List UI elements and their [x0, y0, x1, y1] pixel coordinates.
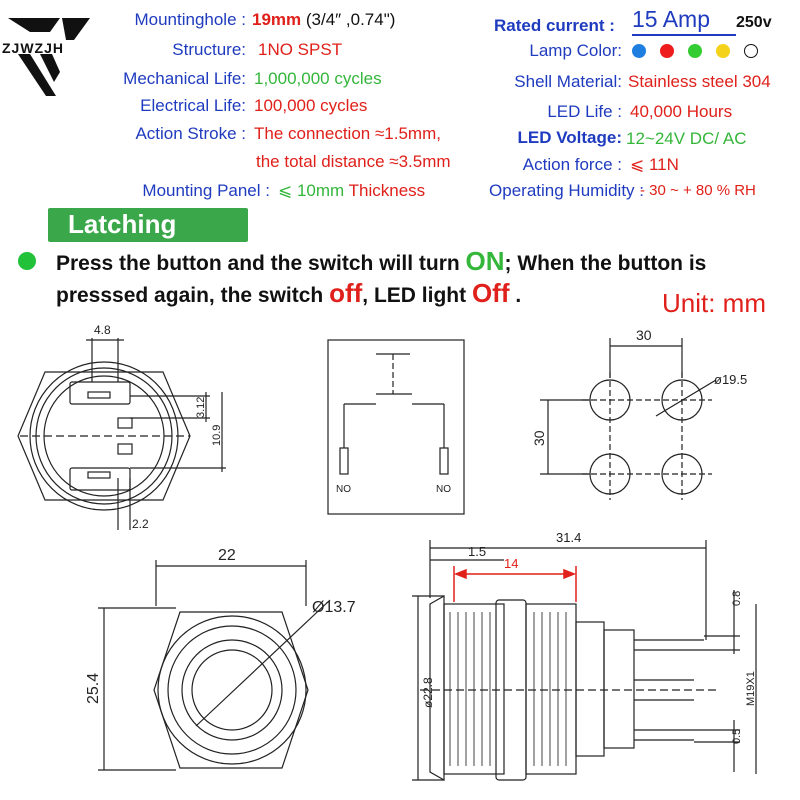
- lamp-color-red: [660, 44, 674, 58]
- spec-value-operating-humidity: - 30 ~ + 80 % RH: [640, 182, 756, 199]
- spec-label-electrical-life: Electrical Life:: [140, 96, 246, 115]
- dim-13-7: Ø13.7: [312, 599, 356, 616]
- spec-label-led-voltage: LED Voltage:: [517, 128, 622, 147]
- wiring-diagram: [327, 339, 465, 515]
- brand-name: ZJWZJH: [2, 40, 64, 56]
- description-line-1: Press the button and the switch will tur…: [56, 246, 707, 276]
- dim-31-4: 31.4: [556, 530, 581, 545]
- spec-value-mechanical-life: 1,000,000 cycles: [254, 69, 382, 88]
- dim-22-8: ø22.8: [421, 677, 435, 708]
- dim-22: 22: [218, 547, 236, 564]
- dim-14: 14: [504, 556, 518, 571]
- dim-m19x1: M19X1: [745, 671, 757, 706]
- spec-value-structure: 1NO SPST: [258, 40, 343, 59]
- front-view-drawing: [17, 338, 226, 530]
- description-line-2: presssed again, the switch off, LED ligh…: [56, 278, 522, 308]
- dim-10-9: 10.9: [211, 425, 223, 446]
- wiring-no-left: NO: [336, 484, 351, 495]
- mode-badge-label: Latching: [68, 209, 177, 239]
- unit-label: Unit: mm: [662, 288, 766, 318]
- wiring-no-right: NO: [436, 484, 451, 495]
- spec-label-action-force: Action force :: [522, 155, 622, 174]
- dim-4-8: 4.8: [94, 323, 111, 337]
- dim-1-5: 1.5: [468, 544, 486, 559]
- spec-label-action-stroke: Action Stroke :: [135, 124, 246, 143]
- dim-0-8: 0.8: [731, 591, 743, 606]
- spec-label-structure: Structure:: [172, 40, 246, 59]
- lamp-color-blue: [632, 44, 646, 58]
- panel-hole-pattern: [540, 338, 717, 500]
- spec-label-lamp-color: Lamp Color:: [529, 41, 622, 60]
- mode-badge: [48, 208, 248, 242]
- spec-label-led-life: LED Life :: [547, 102, 622, 121]
- dim-2-2: 2.2: [132, 517, 149, 531]
- side-view-drawing: [412, 540, 757, 782]
- spec-label-operating-humidity: Operating Humidity :: [489, 181, 644, 200]
- spec-label-mounting-panel: Mounting Panel :: [142, 181, 270, 200]
- dim-30-horizontal: 30: [636, 327, 652, 343]
- spec-label-mechanical-life: Mechanical Life:: [123, 69, 246, 88]
- spec-value-action-force: ⩽ 11N: [630, 155, 679, 174]
- spec-label-rated-current: Rated current :: [494, 16, 615, 35]
- lamp-color-yellow: [716, 44, 730, 58]
- spec-value-shell-material: Stainless steel 304: [628, 72, 771, 91]
- rated-current-underline: [632, 34, 736, 36]
- spec-value-rated-current: 15 Amp: [632, 6, 710, 32]
- spec-value-led-life: 40,000 Hours: [630, 102, 733, 121]
- spec-label-shell-material: Shell Material:: [514, 72, 622, 91]
- highlight-14mm-dimension: [453, 566, 577, 602]
- spec-value-action-stroke-line2: the total distance ≈3.5mm: [256, 152, 451, 171]
- lamp-color-white: [744, 44, 758, 58]
- lamp-color-green: [688, 44, 702, 58]
- bullet-dot-icon: [18, 252, 36, 270]
- dim-0-5: 0.5: [731, 729, 743, 744]
- spec-value-action-stroke: The connection ≈1.5mm,: [254, 124, 441, 143]
- spec-value-mountinghole: 19mm (3/4″ ,0.74"): [252, 10, 396, 29]
- brand-logo-icon: [8, 18, 90, 96]
- spec-label-mountinghole: Mountinghole :: [134, 10, 246, 29]
- dim-30-vertical: 30: [531, 430, 547, 446]
- dim-25-4: 25.4: [85, 673, 102, 704]
- spec-value-voltage: 250v: [736, 14, 772, 31]
- dim-hole-19-5: ø19.5: [714, 372, 747, 387]
- spec-value-mounting-panel: ⩽ 10mm Thickness: [278, 181, 426, 200]
- spec-value-electrical-life: 100,000 cycles: [254, 96, 368, 115]
- spec-value-led-voltage: 12~24V DC/ AC: [626, 129, 747, 148]
- face-view-drawing: [98, 560, 331, 771]
- dim-3-12: 3.12: [195, 397, 207, 418]
